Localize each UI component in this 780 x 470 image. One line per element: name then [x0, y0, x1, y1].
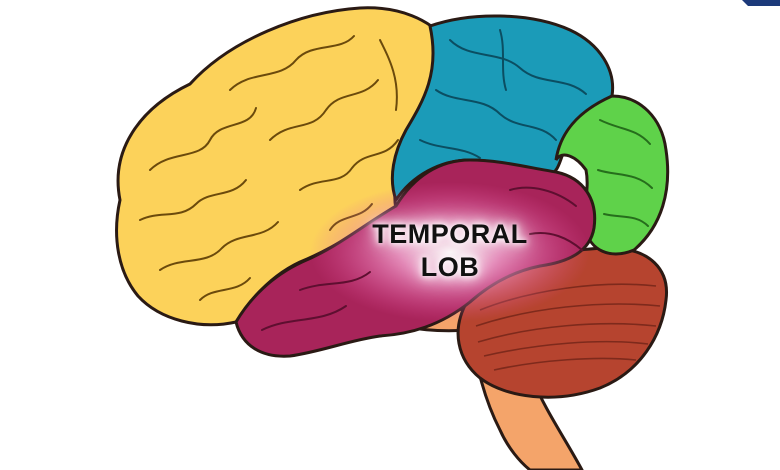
corner-logo-fragment [742, 0, 780, 6]
parietal-gyri [419, 29, 587, 159]
temporal-gyri [261, 186, 583, 331]
temporal-highlight [310, 182, 590, 322]
frontal-gyri [139, 35, 399, 301]
label-line-1: TEMPORAL [372, 219, 528, 249]
temporal-lobe-label: TEMPORAL LOB [330, 218, 570, 284]
occipital-gyri [597, 119, 653, 227]
label-line-2: LOB [420, 252, 480, 282]
